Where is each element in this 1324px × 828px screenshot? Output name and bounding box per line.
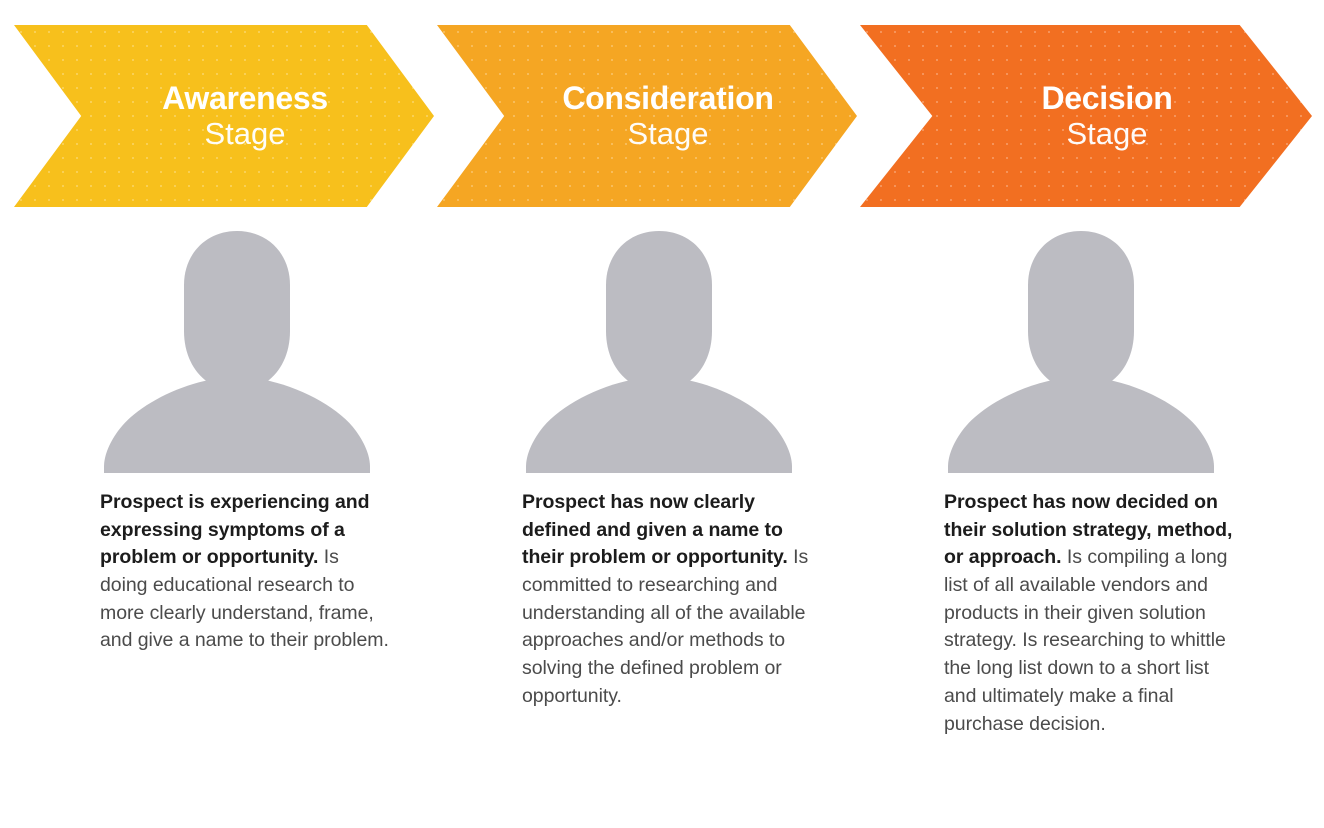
stage-description-decision: Prospect has now decided on their soluti… [944,489,1240,738]
stage-chevron-band: Awareness Stage Consideration Stage Deci… [0,25,1324,207]
stage-description-consideration: Prospect has now clearly defined and giv… [522,489,816,711]
stage-description-rest: Is compiling a long list of all availabl… [944,546,1228,735]
stage-subtitle-consideration: Stage [627,115,709,151]
stage-description-lead: Prospect is experiencing and expressing … [100,491,370,569]
stage-title-consideration: Consideration [562,80,774,117]
person-silhouette-icon [936,225,1226,473]
stage-description-rest: Is committed to researching and understa… [522,546,809,707]
stage-subtitle-awareness: Stage [204,115,286,151]
stage-label-decision: Decision Stage [1000,80,1173,151]
stage-detail-columns: Prospect is experiencing and expressing … [0,225,1324,825]
stage-column-awareness: Prospect is experiencing and expressing … [100,225,400,655]
stage-description-lead: Prospect has now decided on their soluti… [944,491,1233,569]
stage-column-decision: Prospect has now decided on their soluti… [944,225,1244,738]
person-silhouette-icon [92,225,382,473]
stage-subtitle-decision: Stage [1066,115,1148,151]
stage-column-consideration: Prospect has now clearly defined and giv… [522,225,822,711]
stage-title-awareness: Awareness [162,80,328,117]
stage-title-decision: Decision [1041,80,1173,117]
person-silhouette-icon [514,225,804,473]
stage-description-awareness: Prospect is experiencing and expressing … [100,489,390,655]
stage-description-rest: Is doing educational research to more cl… [100,546,389,652]
stage-label-awareness: Awareness Stage [120,80,328,151]
stage-label-consideration: Consideration Stage [520,80,774,151]
stage-chevron-awareness[interactable]: Awareness Stage [14,25,434,207]
stage-chevron-consideration[interactable]: Consideration Stage [437,25,857,207]
stage-chevron-decision[interactable]: Decision Stage [860,25,1312,207]
stage-description-lead: Prospect has now clearly defined and giv… [522,491,788,569]
